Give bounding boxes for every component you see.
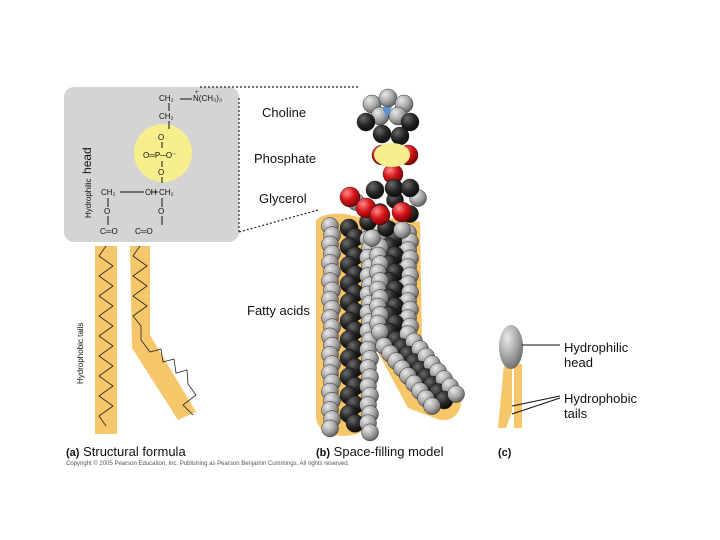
structural-tail-right-zigzag bbox=[132, 245, 197, 416]
carbon-atom bbox=[400, 178, 420, 198]
hydrophobic-tails-label-c: Hydrophobic tails bbox=[564, 391, 637, 421]
hydrophobic-tails-label-line1: Hydrophobic bbox=[564, 391, 637, 406]
hydrogen-atom bbox=[378, 88, 398, 108]
structural-tails bbox=[95, 245, 197, 434]
formula-co-left: C═O bbox=[100, 227, 118, 236]
panel-c-letter: (c) bbox=[498, 447, 512, 459]
hydrophobic-tails-pointer-2 bbox=[511, 397, 561, 415]
oxygen-atom bbox=[391, 201, 413, 223]
phosphate-yellow-region bbox=[374, 143, 410, 167]
carbon-atom bbox=[390, 126, 410, 146]
panel-a-caption: (a) Structural formula bbox=[66, 444, 186, 459]
formula-o-a: O bbox=[158, 133, 164, 142]
formula-ch2-right: CH₂ bbox=[159, 188, 174, 197]
formula-ch2-top: CH₂ bbox=[159, 94, 174, 103]
formula-ch: CH bbox=[145, 188, 157, 197]
hydrophobic-tails-label-line2: tails bbox=[564, 406, 588, 421]
hydrogen-atom bbox=[393, 221, 411, 239]
nitrogen-atom bbox=[382, 107, 392, 118]
formula-o-right: O bbox=[158, 207, 164, 216]
panel-a-letter: (a) bbox=[66, 447, 80, 459]
structural-tail-right-band bbox=[130, 246, 196, 420]
connector-lines bbox=[200, 86, 358, 233]
hydrogen-atom bbox=[423, 397, 441, 415]
hydrophilic-prefix: Hydrophilic bbox=[84, 178, 93, 218]
formula-co-right: C═O bbox=[135, 227, 153, 236]
panel-c-caption: (c) bbox=[498, 444, 511, 459]
hydrophobic-tails-vertical-label: Hydrophobic tails bbox=[76, 322, 85, 384]
formula-n-plus: + bbox=[195, 90, 199, 96]
structural-formula: CH₂ + N(CH₃)₃ CH₂ O O═P─O⁻ O CH₂ CH CH₂ … bbox=[100, 90, 222, 236]
structural-tail-left-zigzag bbox=[98, 245, 114, 427]
hydrogen-atom bbox=[321, 419, 339, 438]
hydrogen-atom bbox=[363, 229, 381, 247]
oxygen-atom bbox=[339, 186, 361, 208]
hydrophilic-head-label-line1: Hydrophilic bbox=[564, 340, 629, 355]
formula-n-group: N(CH₃)₃ bbox=[193, 94, 222, 103]
panel-b-title: Space-filling model bbox=[333, 444, 444, 459]
hydrophilic-head-vertical-label: Hydrophilic head bbox=[78, 147, 96, 218]
carbon-atom bbox=[372, 124, 392, 144]
choline-label: Choline bbox=[262, 105, 307, 120]
formula-bonds bbox=[107, 98, 192, 225]
oxygen-atom bbox=[369, 204, 391, 226]
carbon-atom bbox=[365, 180, 385, 200]
formula-o-left: O bbox=[104, 207, 110, 216]
phosphate-highlight-circle bbox=[134, 124, 192, 182]
hydrophobic-tails-pointer-1 bbox=[511, 395, 561, 407]
simplified-head bbox=[499, 325, 523, 369]
simplified-phospholipid bbox=[498, 325, 561, 428]
simplified-tail-right bbox=[514, 364, 522, 428]
panel-b-caption: (b) Space-filling model bbox=[316, 444, 444, 459]
panel-a-title: Structural formula bbox=[83, 444, 186, 459]
formula-o-b: O bbox=[158, 168, 164, 177]
head-word: head bbox=[80, 147, 94, 174]
carbon-atom bbox=[356, 112, 376, 132]
simplified-tail-left bbox=[498, 364, 512, 428]
hydrogen-atom bbox=[447, 385, 465, 403]
glycerol-label: Glycerol bbox=[259, 191, 307, 206]
copyright-notice: Copyright © 2005 Pearson Education, Inc.… bbox=[66, 461, 350, 467]
formula-ch2-mid: CH₂ bbox=[159, 112, 174, 121]
phosphate-label: Phosphate bbox=[254, 151, 317, 166]
fatty-acids-label: Fatty acids bbox=[247, 303, 310, 318]
space-filling-head bbox=[374, 143, 410, 167]
structural-tail-left-band bbox=[95, 246, 117, 434]
panel-b-letter: (b) bbox=[316, 447, 331, 459]
hydrogen-atom bbox=[361, 423, 379, 442]
formula-ch2-left: CH₂ bbox=[101, 188, 116, 197]
carbon-atom bbox=[400, 112, 420, 132]
hydrophilic-head-label-line2: head bbox=[564, 355, 593, 370]
formula-phosphate: O═P─O⁻ bbox=[143, 151, 176, 160]
carbon-atom bbox=[384, 178, 404, 198]
space-filling-atoms bbox=[321, 88, 465, 442]
hydrophilic-head-label-c: Hydrophilic head bbox=[564, 340, 628, 370]
